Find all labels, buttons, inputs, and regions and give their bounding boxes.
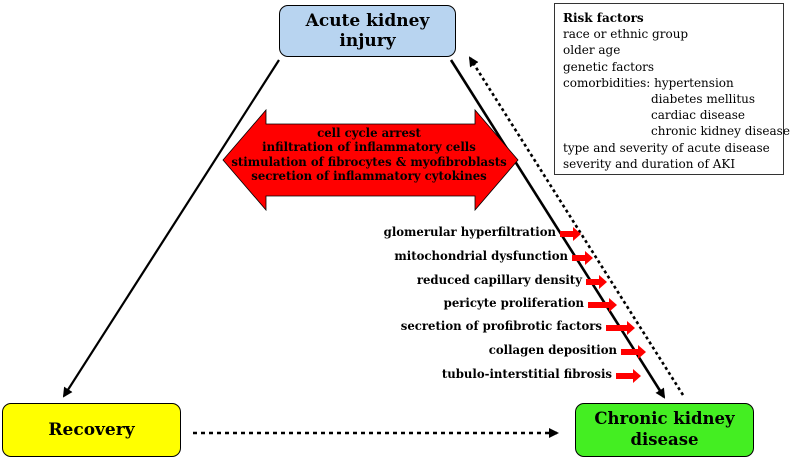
mechanism-arrow-3	[586, 275, 607, 289]
mechanism-label: collagen deposition	[488, 343, 617, 357]
mechanism-label: mitochondrial dysfunction	[394, 249, 568, 263]
risk-factors-title: Risk factors	[563, 11, 644, 25]
mechanism-arrow-2	[572, 251, 593, 265]
double-headed-arrow	[222, 108, 519, 212]
risk-factor-item: diabetes mellitus	[651, 92, 756, 107]
mechanism-label: reduced capillary density	[416, 273, 582, 287]
double-arrow-line: cell cycle arrest	[317, 126, 421, 140]
risk-factor-item: older age	[563, 43, 621, 58]
double-arrow-line: infiltration of inflammatory cells	[262, 140, 476, 155]
double-arrow-line: secretion of inflammatory cytokines	[251, 168, 487, 183]
risk-factor-item: type and severity of acute disease	[563, 140, 770, 155]
mechanism-arrow-7	[616, 369, 641, 383]
risk-factor-item: genetic factors	[563, 59, 655, 74]
mechanism-arrows	[560, 227, 646, 383]
mechanism-label: glomerular hyperfiltration	[383, 225, 556, 239]
mechanism-label: tubulo-interstitial fibrosis	[441, 367, 612, 381]
risk-factor-item: race or ethnic group	[563, 27, 689, 42]
risk-factor-item: chronic kidney disease	[651, 124, 790, 139]
node-aki-label: Acute kidney injury	[305, 11, 430, 51]
mechanism-label: pericyte proliferation	[443, 296, 584, 310]
arrow-aki-to-recovery	[62, 59, 280, 398]
double-arrow-text: cell cycle arrest infiltration of inflam…	[222, 126, 516, 183]
node-chronic-kidney-disease: Chronic kidney disease	[575, 403, 754, 457]
node-ckd-label-line2: disease	[630, 430, 699, 449]
mechanism-arrow-4	[588, 298, 617, 312]
node-recovery-label: Recovery	[48, 420, 135, 440]
risk-factor-item: cardiac disease	[651, 108, 746, 123]
mechanism-arrow-5	[606, 321, 635, 335]
risk-factor-item: comorbidities: hypertension	[563, 75, 734, 90]
arrow-ckd-to-aki	[468, 56, 685, 396]
mechanism-arrow-1	[560, 227, 581, 241]
mechanism-label: secretion of profibrotic factors	[400, 319, 602, 333]
double-arrow-line: stimulation of fibrocytes & myofibroblas…	[231, 154, 507, 169]
risk-factors-box: Risk factors race or ethnic group older …	[554, 3, 790, 175]
risk-factor-item: severity and duration of AKI	[563, 156, 736, 171]
node-ckd-label-line1: Chronic kidney	[594, 409, 735, 429]
mechanism-arrow-6	[621, 345, 646, 359]
node-recovery: Recovery	[2, 403, 181, 457]
arrow-aki-to-ckd	[449, 59, 666, 399]
node-acute-kidney-injury: Acute kidney injury	[279, 5, 456, 57]
